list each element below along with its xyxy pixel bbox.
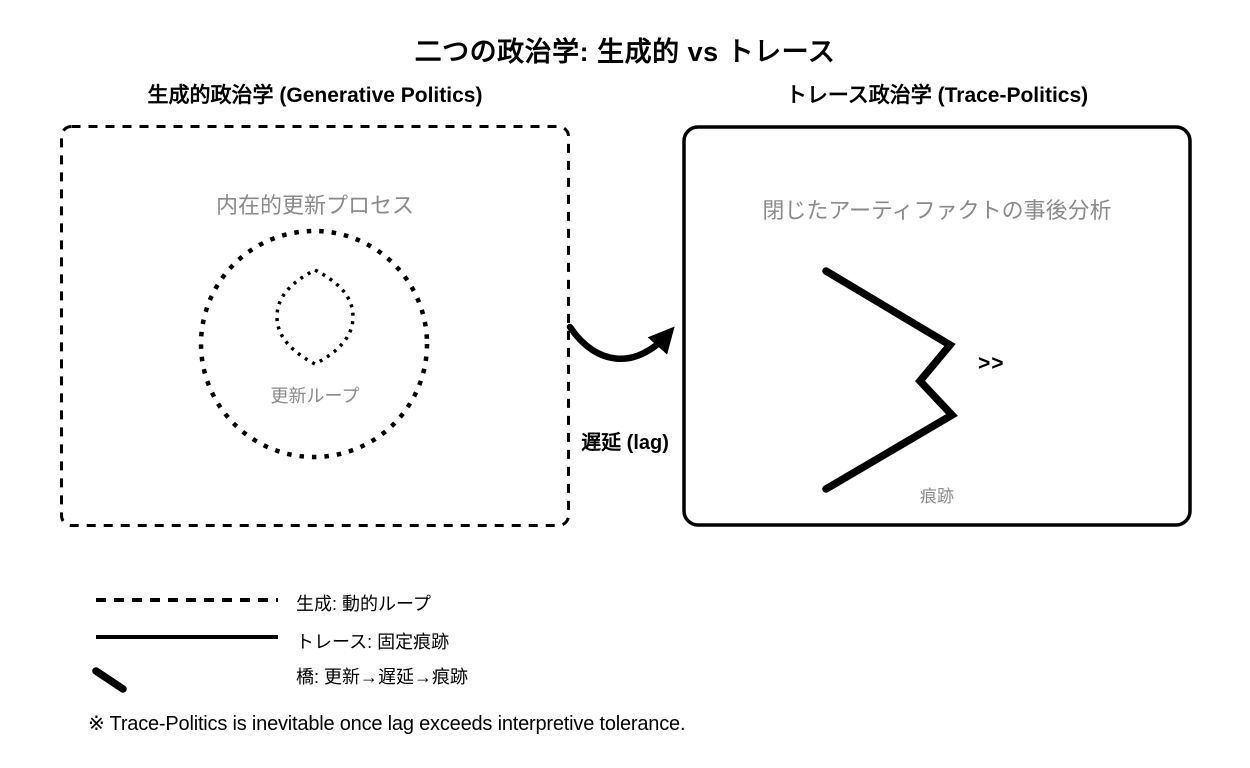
legend-item-trace-label: トレース: 固定痕跡	[296, 632, 450, 652]
trace-mark-label: 痕跡	[920, 487, 954, 506]
update-loop-label: 更新ループ	[270, 386, 360, 406]
diagram-title: 二つの政治学: 生成的 vs トレース	[414, 37, 836, 67]
lag-bridge-label: 遅延 (lag)	[581, 432, 669, 454]
legend-item-generative-label: 生成: 動的ループ	[296, 594, 431, 614]
trace-chevrons: >>	[978, 352, 1005, 375]
generative-panel-box	[60, 125, 570, 527]
trace-zigzag-line	[822, 267, 958, 493]
footnote-text: ※ Trace-Politics is inevitable once lag …	[88, 713, 686, 735]
update-loop-circle	[198, 228, 430, 460]
generative-process-label: 内在的更新プロセス	[215, 193, 414, 218]
trace-analysis-label: 閉じたアーティファクトの事後分析	[762, 198, 1112, 223]
legend-bridge-diagonal-swatch	[92, 667, 127, 693]
generative-panel-header: 生成的政治学 (Generative Politics)	[147, 84, 483, 107]
inner-loop-leaf	[275, 268, 355, 366]
trace-panel-box	[682, 125, 1192, 527]
trace-panel-header: トレース政治学 (Trace-Politics)	[785, 84, 1089, 107]
lag-bridge-arrow	[566, 323, 675, 362]
legend-item-bridge-label: 橋: 更新→遅延→痕跡	[296, 667, 469, 687]
